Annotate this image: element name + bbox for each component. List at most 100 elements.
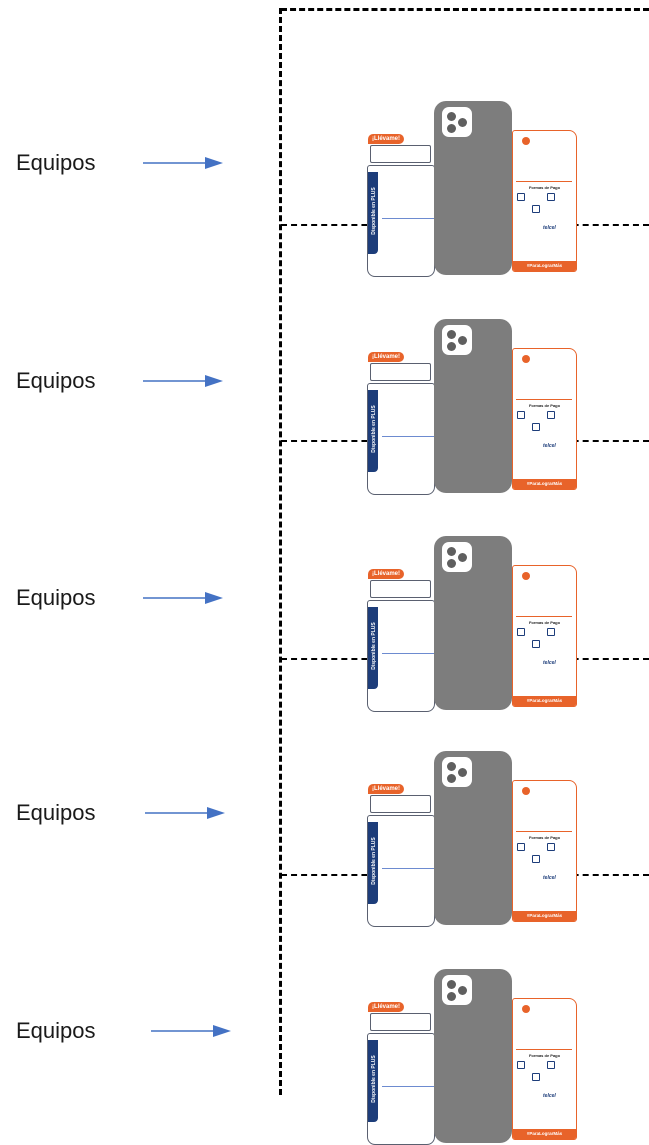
checkbox-icon [517,193,525,201]
price-card-divider [516,1049,572,1050]
price-card-divider [516,181,572,182]
payment-title: Formas de Pago [528,835,561,840]
checkbox-icon [532,640,540,648]
checkbox-icon [547,628,555,636]
phone-mockup [434,751,512,925]
card-divider [382,868,434,869]
arrow-icon [143,592,223,604]
carrier-logo: telcel [543,875,556,881]
camera-module-icon [442,325,472,355]
left-card: Disponible en PLUS [367,1033,435,1145]
llevame-tag: ¡Llévame! [368,1002,404,1012]
hashtag-footer: #ParaLograrMás [513,696,576,706]
brand-logo-icon [522,1005,530,1013]
checkbox-icon [547,843,555,851]
payment-title: Formas de Pago [528,620,561,625]
checkbox-icon [532,423,540,431]
payment-title: Formas de Pago [528,403,561,408]
display-unit: ¡Llévame! Disponible en PLUS Formas de P… [360,738,580,927]
row-label: Equipos [16,150,96,175]
hashtag-footer: #ParaLograrMás [513,1129,576,1139]
plus-band: Disponible en PLUS [368,1040,378,1122]
left-card: Disponible en PLUS [367,600,435,712]
llevame-tag: ¡Llévame! [368,569,404,579]
price-card: Formas de Pago telcel #ParaLograrMás [512,348,577,490]
checkbox-icon [517,843,525,851]
camera-module-icon [442,975,472,1005]
row-label: Equipos [16,800,96,825]
shelf-row: Equipos ¡Llévame! Disponible en PLUS [0,50,649,277]
arrow-icon [145,807,225,819]
card-top-tab [370,1013,431,1031]
price-card: Formas de Pago telcel #ParaLograrMás [512,130,577,272]
vertical-dashed-boundary [279,8,282,1095]
card-top-tab [370,363,431,381]
phone-mockup [434,319,512,493]
card-top-tab [370,795,431,813]
camera-module-icon [442,542,472,572]
hashtag-footer: #ParaLograrMás [513,479,576,489]
left-card: Disponible en PLUS [367,165,435,277]
display-unit: ¡Llévame! Disponible en PLUS Formas de P… [360,956,580,1145]
checkbox-icon [532,855,540,863]
checkbox-icon [517,411,525,419]
row-label: Equipos [16,1018,96,1043]
arrow-icon [143,375,223,387]
band-text: Disponible en PLUS [371,187,377,235]
brand-logo-icon [522,572,530,580]
phone-mockup [434,969,512,1143]
brand-logo-icon [522,787,530,795]
payment-title: Formas de Pago [528,185,561,190]
plus-band: Disponible en PLUS [368,822,378,904]
band-text: Disponible en PLUS [371,837,377,885]
hashtag-footer: #ParaLograrMás [513,911,576,921]
arrow-icon [151,1025,231,1037]
top-dashed-boundary [281,8,649,11]
display-unit: ¡Llévame! Disponible en PLUS Formas de P… [360,88,580,277]
price-card-divider [516,616,572,617]
card-divider [382,653,434,654]
checkbox-icon [517,628,525,636]
carrier-logo: telcel [543,225,556,231]
carrier-logo: telcel [543,443,556,449]
checkbox-icon [547,411,555,419]
carrier-logo: telcel [543,660,556,666]
checkbox-icon [532,1073,540,1081]
price-card: Formas de Pago telcel #ParaLograrMás [512,998,577,1140]
plus-band: Disponible en PLUS [368,390,378,472]
llevame-tag: ¡Llévame! [368,352,404,362]
display-unit: ¡Llévame! Disponible en PLUS Formas de P… [360,306,580,495]
card-divider [382,436,434,437]
plus-band: Disponible en PLUS [368,607,378,689]
left-card: Disponible en PLUS [367,815,435,927]
arrow-icon [143,157,223,169]
brand-logo-icon [522,137,530,145]
plus-band: Disponible en PLUS [368,172,378,254]
card-divider [382,218,434,219]
band-text: Disponible en PLUS [371,1055,377,1103]
price-card: Formas de Pago telcel #ParaLograrMás [512,780,577,922]
left-card: Disponible en PLUS [367,383,435,495]
shelf-row: Equipos ¡Llévame! Disponible en PLUS [0,700,649,927]
payment-title: Formas de Pago [528,1053,561,1058]
card-divider [382,1086,434,1087]
checkbox-icon [532,205,540,213]
llevame-tag: ¡Llévame! [368,134,404,144]
brand-logo-icon [522,355,530,363]
band-text: Disponible en PLUS [371,405,377,453]
checkbox-icon [517,1061,525,1069]
phone-mockup [434,101,512,275]
row-label: Equipos [16,368,96,393]
shelf-row: Equipos ¡Llévame! Disponible en PLUS [0,485,649,712]
carrier-logo: telcel [543,1093,556,1099]
price-card: Formas de Pago telcel #ParaLograrMás [512,565,577,707]
camera-module-icon [442,757,472,787]
camera-module-icon [442,107,472,137]
card-top-tab [370,145,431,163]
hashtag-footer: #ParaLograrMás [513,261,576,271]
display-unit: ¡Llévame! Disponible en PLUS Formas de P… [360,523,580,712]
band-text: Disponible en PLUS [371,622,377,670]
price-card-divider [516,831,572,832]
shelf-row: Equipos ¡Llévame! Disponible en PLUS [0,918,649,1145]
phone-mockup [434,536,512,710]
